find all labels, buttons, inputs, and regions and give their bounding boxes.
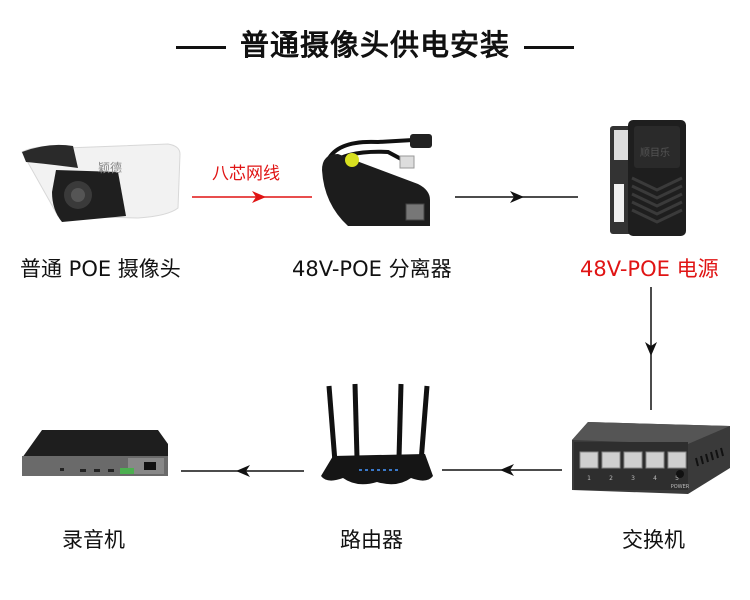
camera-brand-text: 颖德: [98, 160, 122, 175]
arrow-router-to-nvr: [181, 465, 304, 477]
switch-label: 交换机: [622, 528, 685, 552]
title-dash-right: [524, 45, 574, 49]
nvr-label: 录音机: [62, 528, 125, 552]
title-dash-left: [175, 45, 226, 49]
router-label: 路由器: [340, 528, 403, 552]
switch-port-1: 1: [587, 475, 591, 482]
arrow-switch-to-router: [442, 464, 562, 476]
diagram-title: 普通摄像头供电安装: [0, 22, 750, 64]
switch-port-3: 3: [631, 475, 635, 482]
bullet-camera-icon: 颖德: [21, 143, 181, 222]
power-brand-text: 顺目乐: [640, 147, 670, 159]
switch-port-4: 4: [653, 475, 657, 482]
nvr-recorder-icon: [22, 430, 168, 476]
poe-power-adapter-icon: 顺目乐: [610, 120, 686, 236]
arrow-splitter-to-power: [455, 191, 578, 203]
title-text: 普通摄像头供电安装: [239, 28, 510, 62]
arrow-camera-to-splitter: [192, 191, 312, 203]
wire-label: 八芯网线: [212, 164, 280, 184]
wifi-router-icon: [321, 383, 433, 485]
switch-power-text: POWER: [671, 484, 690, 490]
camera-label: 普通 POE 摄像头: [20, 257, 181, 281]
switch-port-5: 5: [675, 475, 679, 482]
poe-splitter-icon: [322, 134, 432, 226]
network-switch-icon: 1 2 3 4 5 POWER: [572, 422, 730, 494]
splitter-label: 48V-POE 分离器: [292, 257, 452, 281]
switch-port-2: 2: [609, 475, 613, 482]
power-label: 48V-POE 电源: [580, 257, 719, 281]
arrow-power-to-switch: [645, 287, 657, 410]
